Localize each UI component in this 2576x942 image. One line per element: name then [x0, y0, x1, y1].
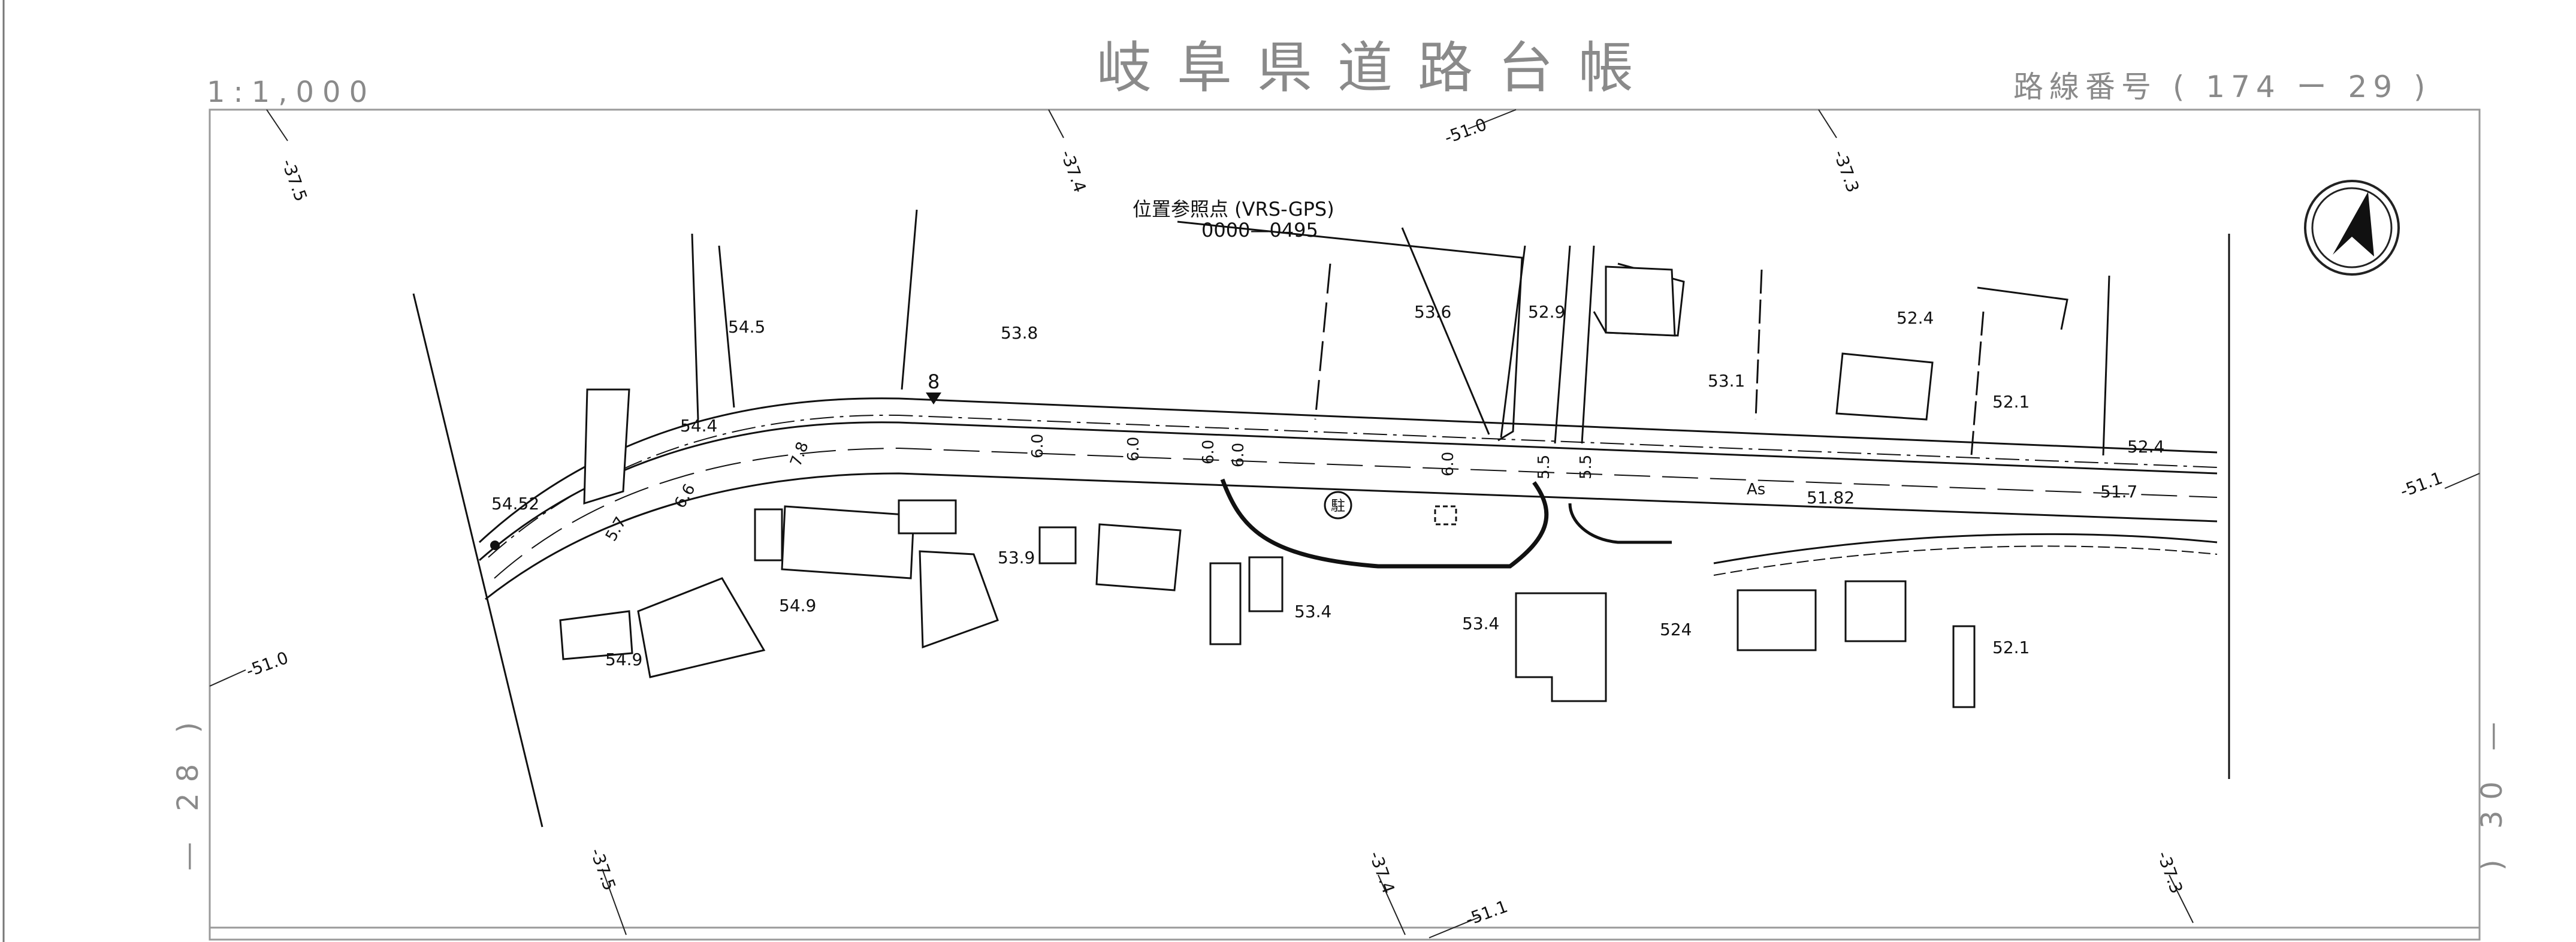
elevation-label: 53.4 [1462, 614, 1499, 633]
map-frame [209, 108, 2481, 941]
elevation-label: 53.4 [1294, 602, 1331, 621]
road-width-label: 5.7 [602, 514, 630, 545]
grid-label: -37.5 [277, 156, 311, 204]
building-list [559, 265, 1976, 708]
parking-symbol: 駐 [1331, 497, 1345, 514]
elevation-label: 54.4 [680, 416, 717, 436]
elevation-label: 52.4 [2127, 437, 2164, 457]
grid-label: -51.1 [2397, 468, 2445, 502]
elevation-label: 53.6 [1414, 302, 1451, 322]
north-arrow-icon [2304, 180, 2400, 276]
grid-label: -51.1 [1463, 896, 1510, 930]
grid-label: -51.0 [1442, 114, 1489, 148]
elevation-label: 53.8 [1001, 323, 1038, 343]
road-width-label: 6.0 [1029, 434, 1047, 458]
road-width-list: 7.8 6.6 5.7 6.0 6.0 6.0 6.0 5.5 5.5 6.0 [602, 434, 1595, 545]
road-width-label: 7.8 [787, 439, 812, 469]
road-width-label: 6.0 [1230, 443, 1248, 467]
control-point-icon [490, 541, 500, 550]
elevation-label: 51.7 [2100, 482, 2137, 502]
grid-label: -51.0 [243, 648, 291, 681]
elevation-label: 524 [1660, 620, 1692, 639]
reference-point-code: 0000—0495 [1201, 219, 1318, 241]
reference-point: 位置参照点 (VRS-GPS) 0000—0495 8 [926, 198, 1334, 404]
route-number: 路線番号 ( 174 ー 29 ) [2013, 70, 2432, 104]
elevation-label: 51.82 [1807, 488, 1855, 508]
parking-icon: 駐 [1324, 491, 1352, 520]
grid-label: -37.4 [1365, 849, 1399, 896]
grid-label: -37.3 [1829, 147, 1863, 195]
elevation-label: 54.9 [605, 650, 642, 669]
elevation-label: 54.5 [728, 317, 765, 337]
grid-label: -37.5 [586, 846, 620, 893]
road-corridor [478, 397, 2218, 600]
grid-label: -37.4 [1056, 147, 1090, 195]
elevation-label: 52.4 [1896, 308, 1934, 328]
road-width-label: 6.0 [1439, 452, 1457, 476]
elevation-label: 54.9 [779, 596, 816, 615]
sheet-title: 岐阜県道路台帳 [1097, 36, 1659, 100]
adjacent-sheet-right: ) 30 — [2475, 711, 2509, 871]
surface-label: As [1747, 481, 1765, 499]
elevation-label: 53.1 [1708, 371, 1745, 391]
road-width-label: 5.5 [1535, 455, 1553, 479]
elevation-label: 52.9 [1528, 302, 1565, 322]
road-width-label: 6.0 [1200, 440, 1218, 464]
scale-label: 1:1,000 [207, 76, 376, 109]
road-width-label: 5.5 [1577, 455, 1595, 479]
elevation-label: 53.9 [998, 548, 1035, 567]
grid-label: -37.3 [2153, 849, 2187, 896]
road-width-label: 6.0 [1125, 437, 1143, 461]
road-width-label: 6.6 [671, 481, 699, 512]
reference-point-label: 位置参照点 (VRS-GPS) [1133, 198, 1334, 221]
adjacent-sheet-left: — 28 ) [171, 711, 205, 871]
elevation-label: 52.1 [1992, 392, 2030, 412]
parcel-boundaries [412, 209, 2230, 828]
elevation-label: 54.52 [491, 494, 539, 514]
elevation-list: 54.5 53.8 53.6 52.9 53.1 52.4 52.1 52.4 … [491, 302, 2164, 669]
elevation-label: 52.1 [1992, 638, 2030, 657]
reference-marker-number: 8 [928, 370, 940, 393]
